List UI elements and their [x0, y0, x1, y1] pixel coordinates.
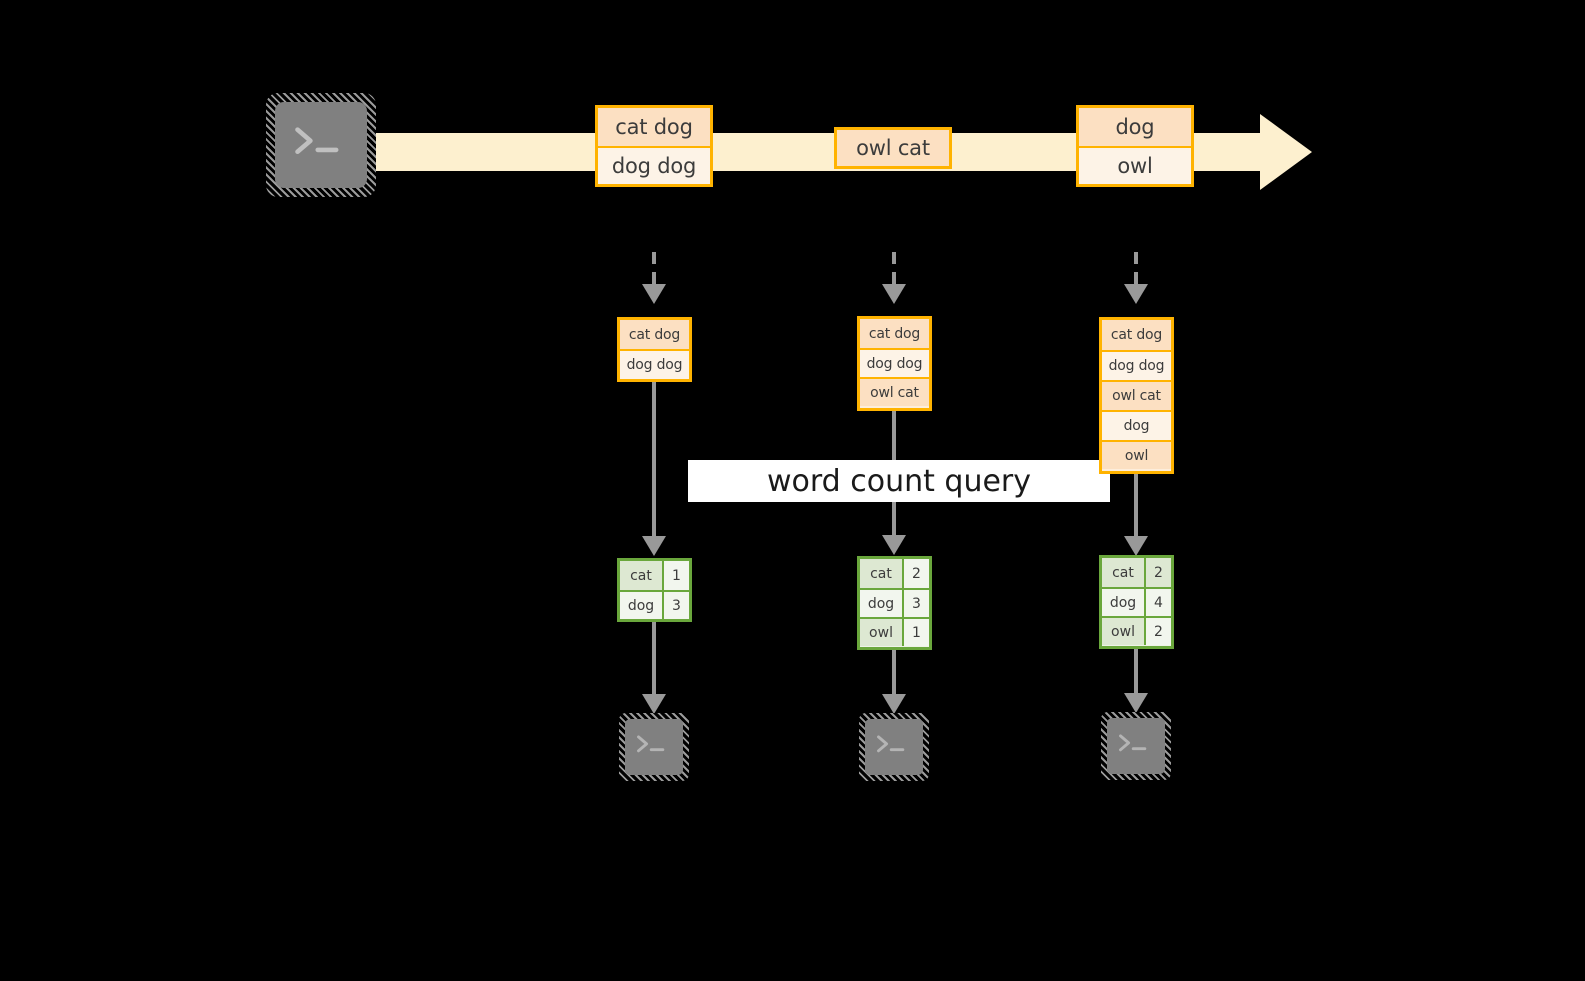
result-count: 2 [1146, 618, 1171, 645]
result-word: cat [620, 561, 664, 590]
terminal-prompt-icon [637, 735, 665, 753]
snapshot-3-query-arrow [1124, 472, 1148, 556]
snapshot-3-log[interactable]: cat dog dog dog owl cat dog owl [1099, 317, 1174, 474]
terminal-screen [625, 719, 683, 775]
result-word: cat [1102, 558, 1146, 587]
table-row: cat 2 [860, 559, 929, 588]
table-row: owl 1 [860, 617, 929, 646]
stream-event-line: owl [1079, 146, 1191, 184]
query-banner: word count query [688, 460, 1110, 502]
log-line: dog dog [620, 349, 689, 379]
terminal-prompt-icon [1119, 734, 1147, 752]
result-word: dog [1102, 589, 1146, 616]
snapshot-1-tap-arrow [642, 252, 666, 304]
snapshot-3-tap-arrow [1124, 252, 1148, 304]
terminal-prompt-icon [877, 735, 905, 753]
snapshot-2-log[interactable]: cat dog dog dog owl cat [857, 316, 932, 411]
stream-event-2[interactable]: owl cat [834, 127, 952, 169]
table-row: dog 3 [860, 588, 929, 617]
log-line: cat dog [620, 320, 689, 349]
result-word: owl [860, 619, 904, 646]
snapshot-1-query-arrow [642, 380, 666, 556]
query-banner-label: word count query [766, 463, 1032, 499]
terminal-screen [275, 102, 367, 188]
log-line: dog dog [860, 348, 929, 377]
log-line: cat dog [860, 319, 929, 348]
result-count: 2 [904, 559, 929, 588]
snapshot-1-result[interactable]: cat 1 dog 3 [617, 558, 692, 622]
stream-event-line: dog dog [598, 146, 710, 184]
stream-event-line: dog [1079, 108, 1191, 146]
snapshot-1-output-terminal[interactable] [619, 713, 689, 781]
result-word: owl [1102, 618, 1146, 645]
result-count: 4 [1146, 589, 1171, 616]
stream-event-line: owl cat [837, 130, 949, 166]
result-word: dog [860, 590, 904, 617]
result-count: 3 [664, 592, 689, 619]
terminal-screen [865, 719, 923, 775]
log-line: owl cat [1102, 380, 1171, 410]
log-line: owl [1102, 440, 1171, 469]
result-count: 3 [904, 590, 929, 617]
log-line: dog [1102, 410, 1171, 440]
snapshot-2-output-arrow [882, 648, 906, 714]
result-count: 1 [904, 619, 929, 646]
table-row: dog 3 [620, 590, 689, 619]
stream-event-1[interactable]: cat dog dog dog [595, 105, 713, 187]
log-line: dog dog [1102, 350, 1171, 380]
snapshot-2-result[interactable]: cat 2 dog 3 owl 1 [857, 556, 932, 650]
log-line: owl cat [860, 377, 929, 406]
stream-event-line: cat dog [598, 108, 710, 146]
stream-source-terminal[interactable] [266, 93, 376, 197]
stream-event-3[interactable]: dog owl [1076, 105, 1194, 187]
snapshot-3-output-arrow [1124, 647, 1148, 713]
snapshot-2-tap-arrow [882, 252, 906, 304]
table-row: dog 4 [1102, 587, 1171, 616]
snapshot-1-log[interactable]: cat dog dog dog [617, 317, 692, 382]
snapshot-3-result[interactable]: cat 2 dog 4 owl 2 [1099, 555, 1174, 649]
result-word: cat [860, 559, 904, 588]
snapshot-2-output-terminal[interactable] [859, 713, 929, 781]
result-count: 2 [1146, 558, 1171, 587]
table-row: cat 2 [1102, 558, 1171, 587]
terminal-screen [1107, 718, 1165, 774]
snapshot-3-output-terminal[interactable] [1101, 712, 1171, 780]
log-line: cat dog [1102, 320, 1171, 350]
result-count: 1 [664, 561, 689, 590]
table-row: owl 2 [1102, 616, 1171, 645]
snapshot-1-output-arrow [642, 620, 666, 714]
terminal-prompt-icon [294, 127, 339, 154]
result-word: dog [620, 592, 664, 619]
table-row: cat 1 [620, 561, 689, 590]
